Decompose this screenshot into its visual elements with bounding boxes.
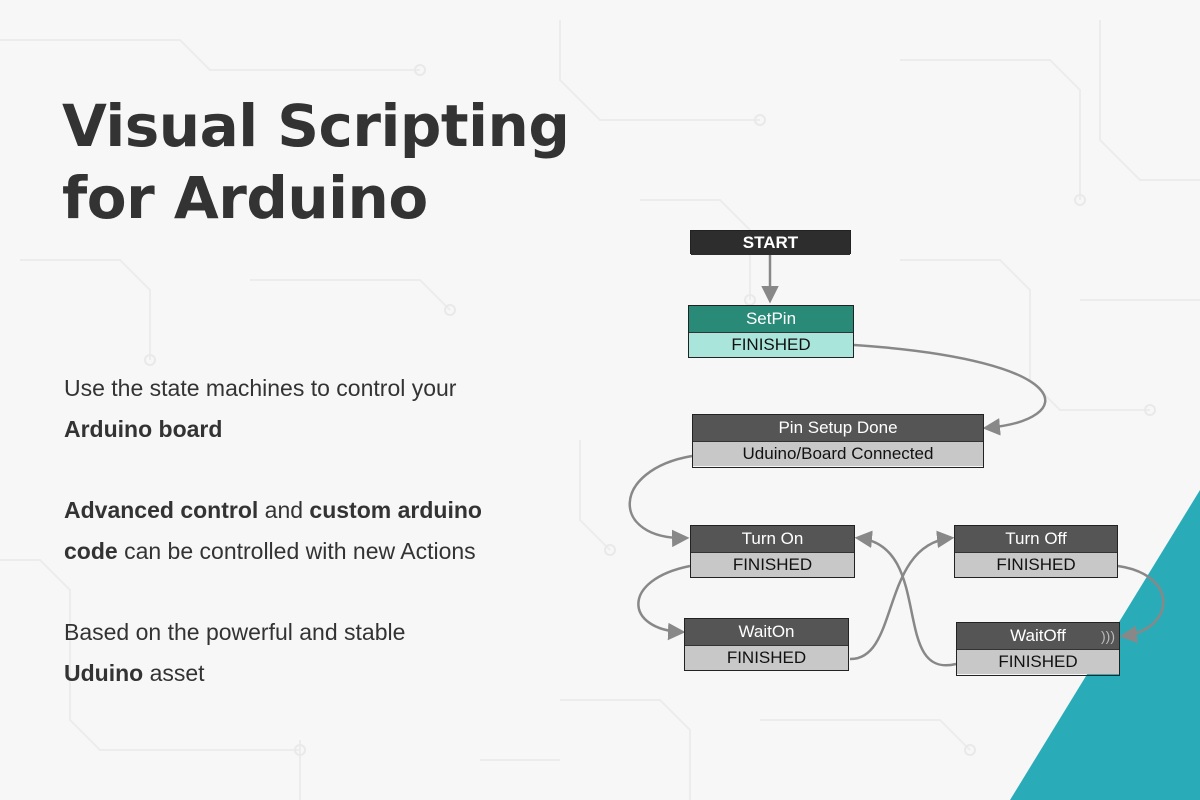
p2-bold-3: code: [64, 538, 118, 564]
state-wait-off-title: WaitOff: [1010, 626, 1066, 645]
arrow-waiton-to-turnoff: [849, 530, 955, 661]
arrow-turnoff-to-waitoff: [1117, 564, 1165, 644]
state-pin-setup-done-title: Pin Setup Done: [693, 415, 983, 442]
arrow-pinsetup-to-turnon: [628, 454, 693, 548]
paragraph-uduino: Based on the powerful and stable Uduino …: [64, 612, 405, 694]
page-title: Visual Scripting for Arduino: [62, 90, 570, 234]
p3-text-2: asset: [143, 660, 205, 686]
p2-bold-2: custom arduino: [309, 497, 482, 523]
transition-wait-off-finished[interactable]: FINISHED: [957, 650, 1119, 674]
flow-indicator-icon: ))): [1101, 628, 1115, 644]
state-pin-setup-done[interactable]: Pin Setup Done Uduino/Board Connected: [692, 414, 984, 468]
title-line-2: for Arduino: [62, 164, 428, 232]
p3-text-1: Based on the powerful and stable: [64, 619, 406, 645]
state-wait-off[interactable]: WaitOff ))) FINISHED: [956, 622, 1120, 676]
state-turn-on[interactable]: Turn On FINISHED: [690, 525, 855, 578]
transition-setpin-finished[interactable]: FINISHED: [689, 333, 853, 357]
p2-text-2: can be controlled with new Actions: [117, 538, 476, 564]
arrow-turnon-to-waiton: [637, 564, 691, 641]
p1-text: Use the state machines to control your: [64, 375, 457, 401]
state-setpin-title: SetPin: [689, 306, 853, 333]
p2-bold-1: Advanced control: [64, 497, 259, 523]
arrow-setpin-to-pinsetup: [853, 343, 1047, 436]
state-turn-on-title: Turn On: [691, 526, 854, 553]
transition-turn-on-finished[interactable]: FINISHED: [691, 553, 854, 577]
state-setpin[interactable]: SetPin FINISHED: [688, 305, 854, 358]
state-wait-on-title: WaitOn: [685, 619, 848, 646]
state-start[interactable]: START: [690, 230, 851, 255]
paragraph-state-machines: Use the state machines to control your A…: [64, 368, 456, 450]
transition-board-connected[interactable]: Uduino/Board Connected: [693, 442, 983, 466]
p1-bold: Arduino board: [64, 416, 223, 442]
paragraph-advanced-control: Advanced control and custom arduino code…: [64, 490, 482, 572]
state-wait-on[interactable]: WaitOn FINISHED: [684, 618, 849, 671]
transition-wait-on-finished[interactable]: FINISHED: [685, 646, 848, 670]
title-line-1: Visual Scripting: [62, 92, 570, 160]
transition-turn-off-finished[interactable]: FINISHED: [955, 553, 1117, 577]
arrow-waitoff-to-turnon: [854, 530, 957, 667]
p3-bold: Uduino: [64, 660, 144, 686]
state-turn-off-title: Turn Off: [955, 526, 1117, 553]
state-start-label: START: [691, 231, 850, 255]
p2-text-1: and: [258, 497, 310, 523]
state-wait-off-header: WaitOff ))): [957, 623, 1119, 650]
state-turn-off[interactable]: Turn Off FINISHED: [954, 525, 1118, 578]
